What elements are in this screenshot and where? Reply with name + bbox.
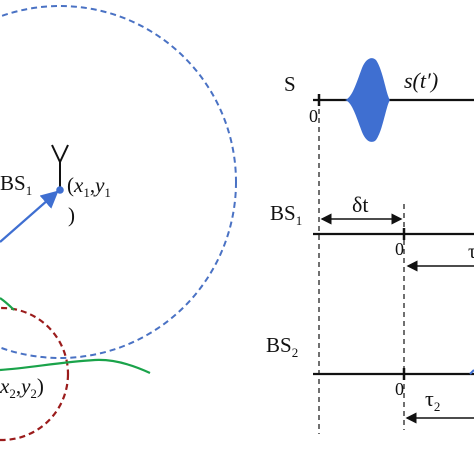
bs1-row-label: BS1	[270, 201, 302, 228]
bs2-zero-label: 0	[395, 379, 404, 399]
bs1-zero-label: 0	[395, 239, 404, 259]
bs2-row-label: BS2	[266, 333, 298, 360]
bs1-label: BS1	[0, 171, 32, 198]
signal-label: s(t′)	[404, 68, 438, 93]
bs2-coordinates: x2,y2)	[0, 374, 44, 401]
bs1-tau-label-partial: τ	[468, 241, 474, 263]
green-trajectory-upper	[0, 297, 15, 311]
bs2-signal-edge	[469, 369, 474, 375]
delta-t-label: δt	[352, 192, 368, 217]
green-trajectory-lower	[0, 358, 151, 374]
bs1-coverage-circle	[0, 5, 237, 359]
bs1-position-dot	[56, 186, 64, 194]
bs1-antenna-icon	[51, 144, 69, 190]
signal-pulse-shape	[345, 58, 390, 142]
bs1-coordinates-close: )	[68, 203, 75, 227]
bs1-coordinates: (x1,y1	[67, 173, 111, 200]
s-row-label: S	[284, 72, 296, 96]
bs2-coverage-circle	[0, 306, 70, 442]
vector-arrow-to-bs1	[0, 190, 59, 243]
s-zero-label: 0	[309, 106, 318, 126]
tau2-label: τ2	[425, 386, 440, 414]
